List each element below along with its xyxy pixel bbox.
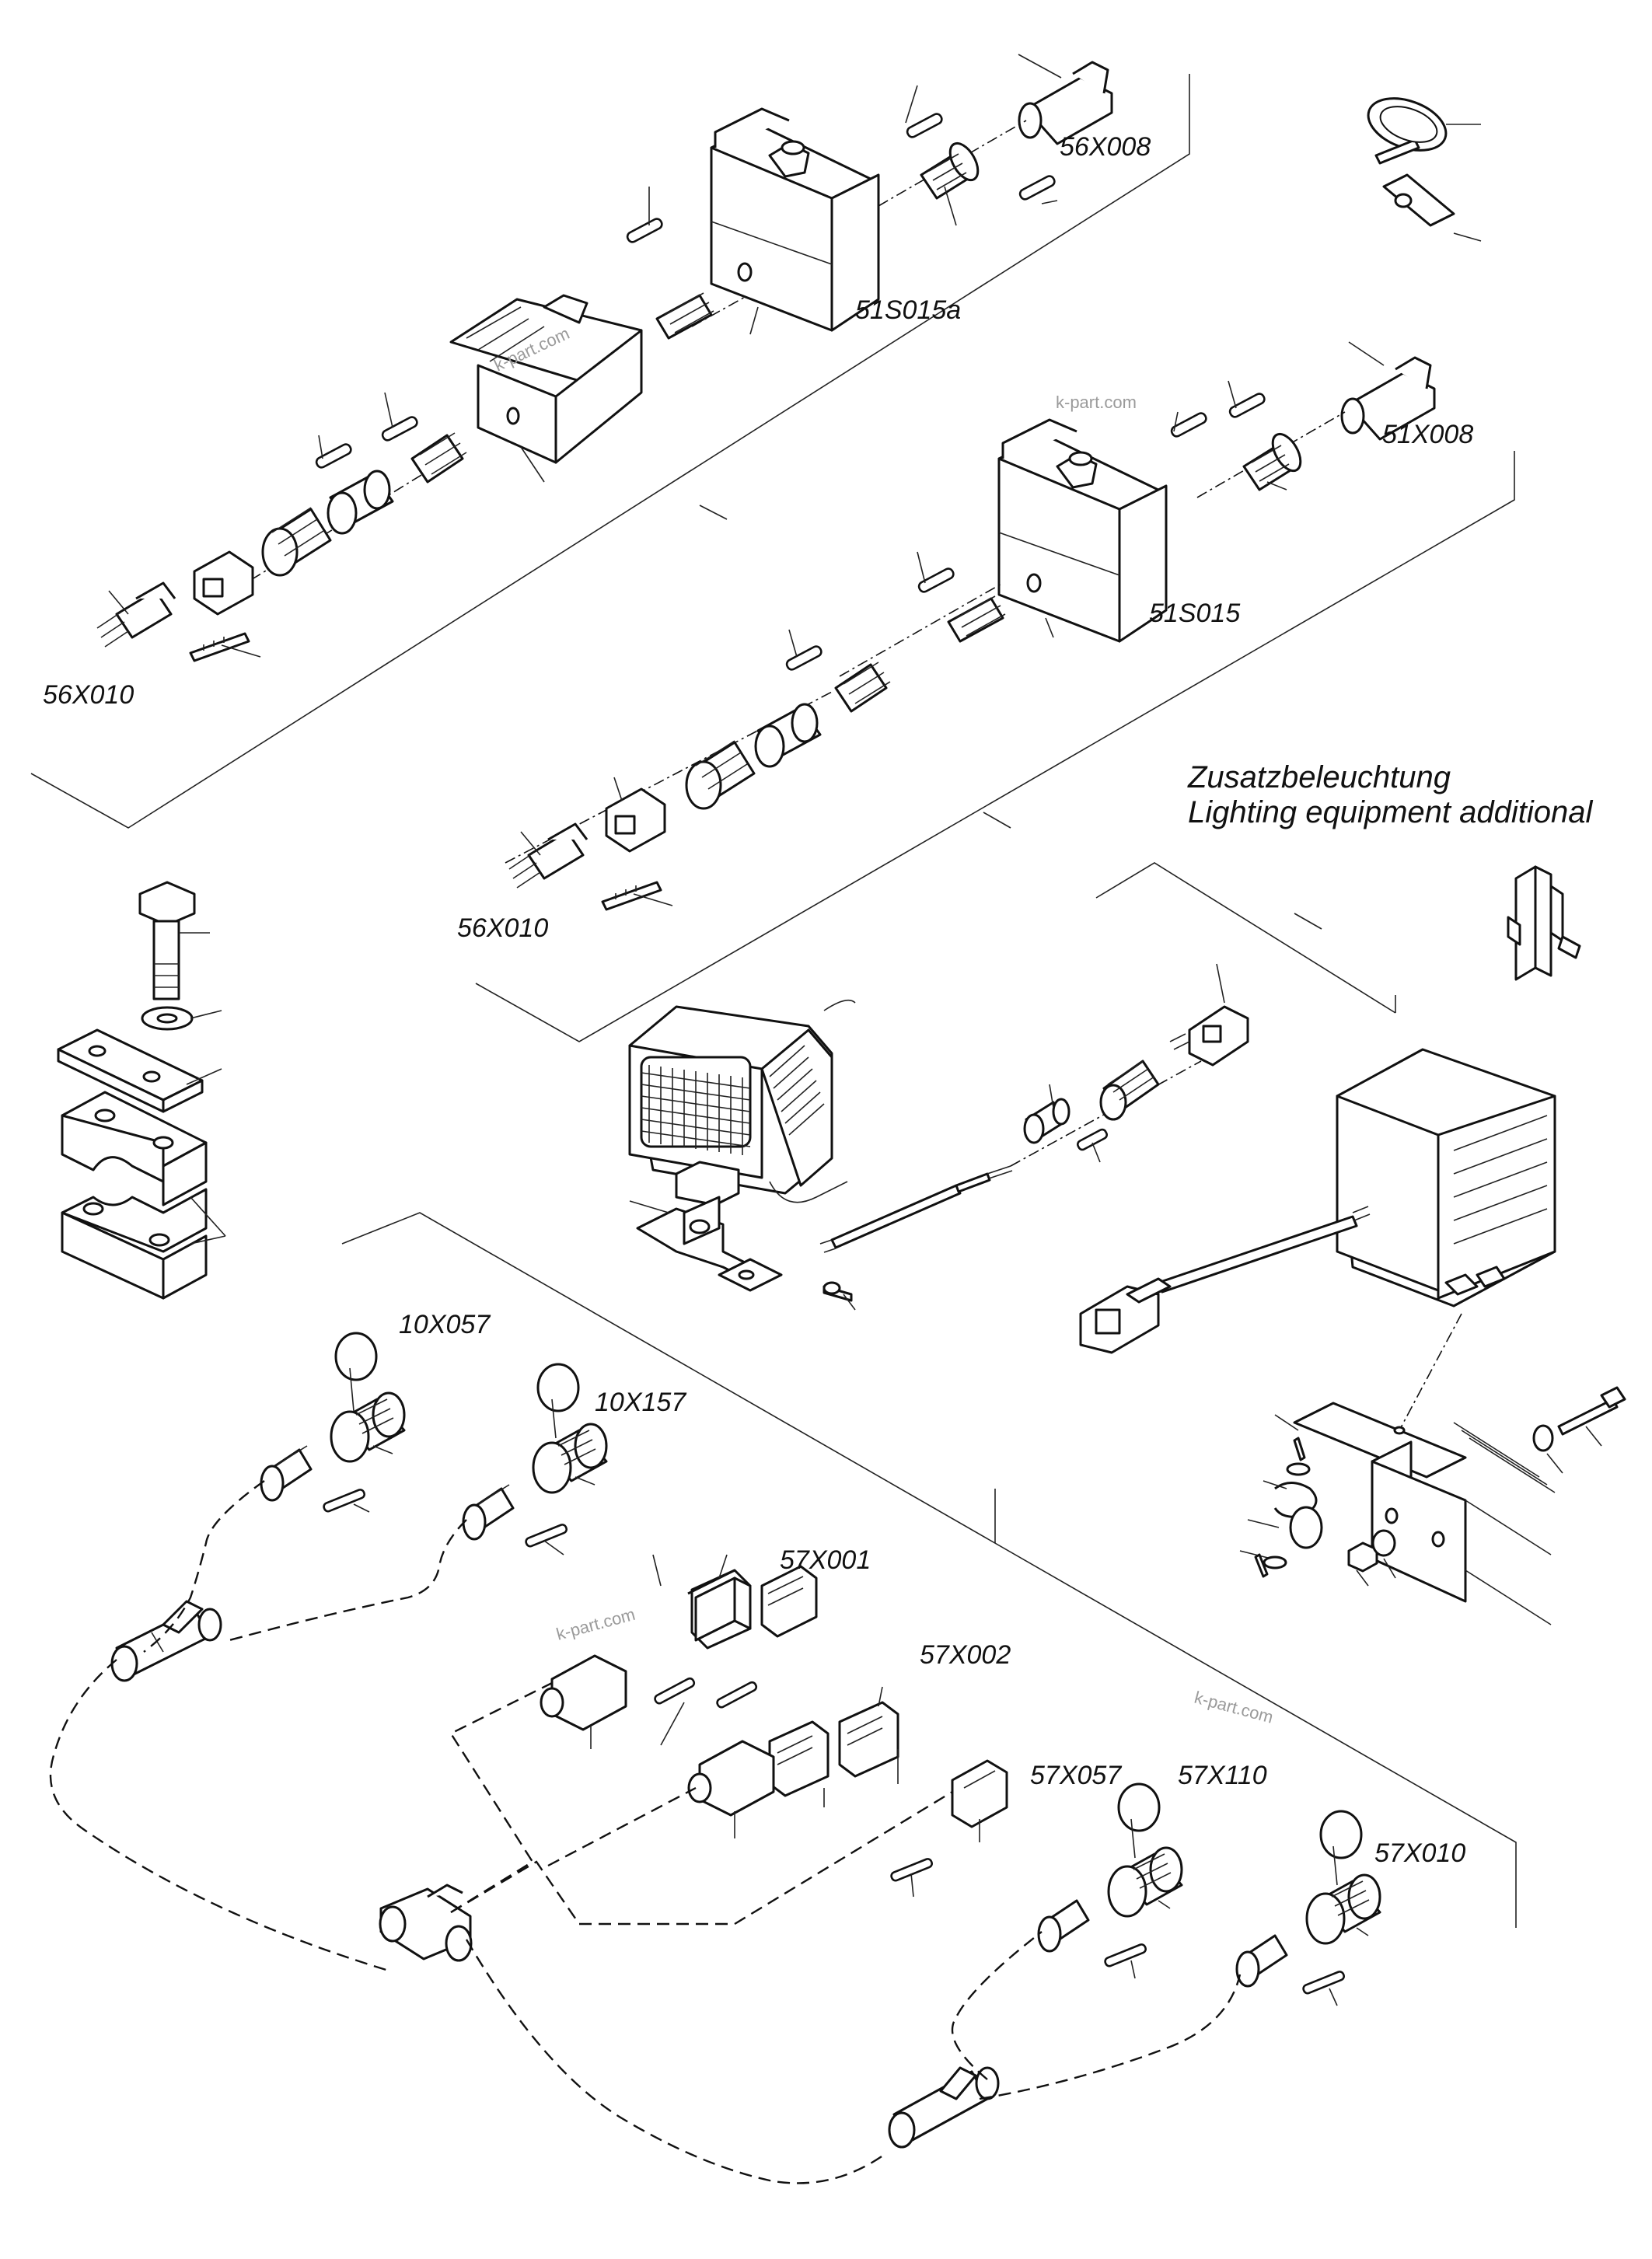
switch-51S015-group [839, 341, 1436, 677]
connector-57X010-group [1235, 1810, 1381, 2006]
clamp-assembly [57, 881, 226, 1300]
spring-connector-top [655, 292, 714, 340]
title-english: Lighting equipment additional [1188, 795, 1594, 829]
contact-pin-1 [189, 632, 250, 662]
relay-part [1507, 865, 1581, 981]
watermark-2: k-part.com [1056, 393, 1137, 412]
work-lamp-left [628, 999, 856, 1206]
clamp-plate [57, 1028, 204, 1113]
label-10X057: 10X057 [399, 1310, 491, 1339]
spring-connector-mid [834, 662, 891, 713]
sockets-mid [540, 1654, 775, 1838]
coupling-nut-2 [327, 470, 394, 535]
gland-lamp [1099, 1060, 1160, 1121]
section-outlines [30, 74, 1517, 1928]
screw-small [823, 1281, 853, 1302]
label-56X008: 56X008 [1060, 132, 1151, 162]
connector-10X057-group [260, 1332, 406, 1513]
plug-56X010-top [96, 581, 176, 648]
cable-gland-1 [261, 507, 332, 577]
spring-connector-2 [410, 432, 467, 484]
watermark-3: k-part.com [554, 1604, 637, 1644]
label-57X057: 57X057 [1030, 1761, 1122, 1790]
grommet-lamp [1023, 1098, 1070, 1144]
housing-1 [193, 550, 254, 616]
connector-57X002-group [768, 1686, 899, 1807]
plug-lamp [1169, 1005, 1249, 1067]
label-51X008: 51X008 [1382, 420, 1473, 449]
housing-mid [605, 787, 666, 853]
connector-56X008-part [1018, 61, 1113, 145]
cable-gland-mid [685, 740, 756, 810]
clamp-half-lower [61, 1188, 208, 1300]
plug-right-lamp [1079, 1277, 1172, 1354]
loose-pins-mid [654, 1677, 758, 1746]
watermark-4: k-part.com [1193, 1688, 1276, 1727]
cable-tie-group [1367, 97, 1482, 242]
switch-56X010-top-group [96, 294, 643, 662]
label-57X010: 57X010 [1374, 1838, 1465, 1868]
label-57X110: 57X110 [1178, 1761, 1267, 1790]
switch-56X010-mid-group [505, 629, 891, 911]
connector-57X110-group [1037, 1782, 1183, 1979]
label-57X001: 57X001 [780, 1545, 871, 1575]
t-connector-top-left [110, 1600, 222, 1682]
contact-pin-mid [601, 881, 662, 911]
switch-51S015a-group [626, 54, 1113, 340]
mounting-bracket-right [1293, 1402, 1556, 1625]
t-connector-bottom [379, 1884, 473, 1962]
bracket-hardware [1239, 1386, 1626, 1587]
coupling-nut-mid [754, 703, 822, 768]
connector-57X001-group [652, 1554, 818, 1650]
label-56X010-mid: 56X010 [457, 913, 548, 943]
switch-box-51S015a [710, 107, 880, 332]
label-56X010-top: 56X010 [43, 680, 134, 710]
sleeve-top-right [920, 141, 980, 200]
work-lamp-right [1336, 1048, 1556, 1308]
spring-connector-51S015 [947, 595, 1006, 643]
plug-56X010-mid [508, 822, 589, 889]
part-labels: 56X008 51S015a 56X010 51X008 51S015 56X0… [43, 132, 1594, 1868]
clamp-half-upper [61, 1091, 208, 1206]
lamp-bracket [636, 1196, 783, 1292]
connector-10X157-group [462, 1363, 608, 1555]
sleeve-51S015 [1242, 432, 1302, 491]
t-connector-bottom-right [888, 2066, 1000, 2149]
label-51S015a: 51S015a [855, 295, 961, 325]
label-10X157: 10X157 [595, 1388, 686, 1417]
lamp-cable [819, 1165, 1013, 1253]
switch-box-51S015 [997, 418, 1168, 643]
connector-51X008-part [1340, 356, 1436, 441]
switch-box-rear [449, 294, 643, 464]
label-57X002: 57X002 [920, 1640, 1011, 1670]
connector-57X057-group [890, 1759, 1008, 1898]
dashed-harness-lines [49, 1480, 1242, 2184]
title-german: Zusatzbeleuchtung [1187, 760, 1451, 794]
bolt [138, 881, 196, 1000]
label-51S015: 51S015 [1149, 599, 1240, 628]
